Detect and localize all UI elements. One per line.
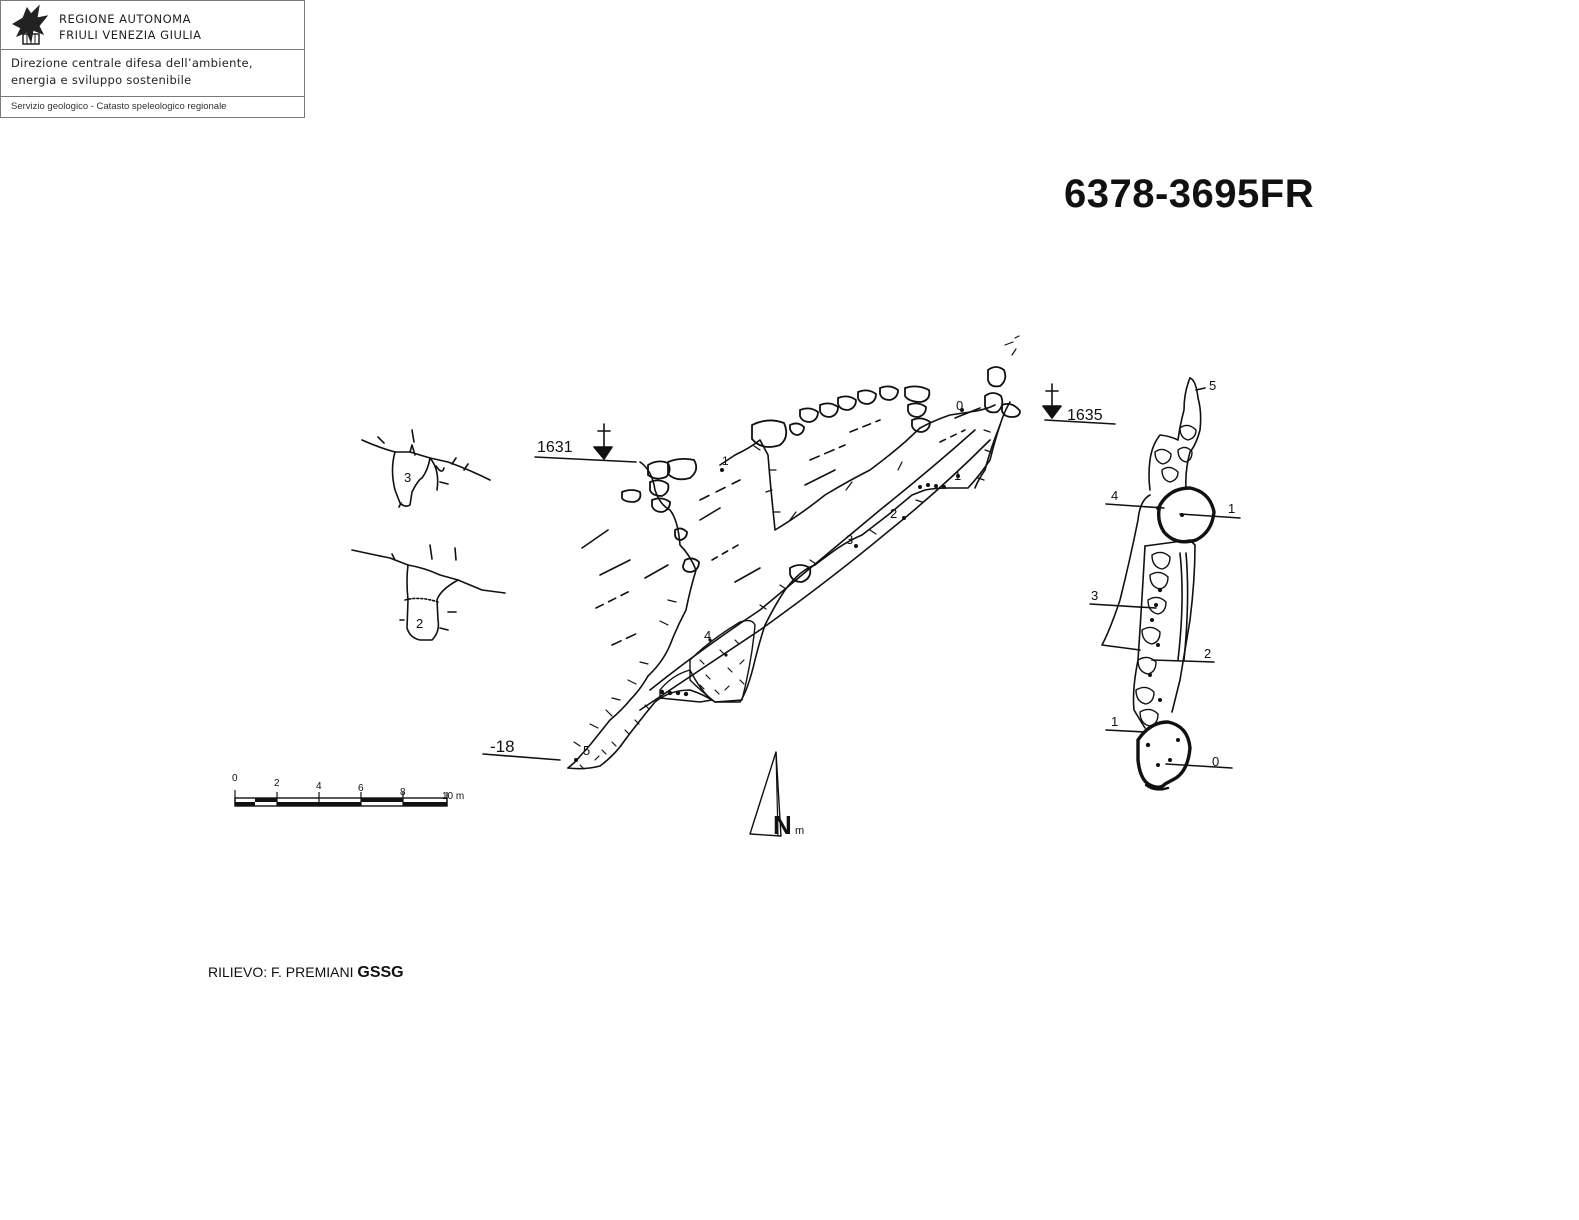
profile-station-2: 2: [890, 506, 897, 521]
header-direction-row: Direzione centrale difesa dell’ambiente,…: [1, 50, 304, 97]
cross-section-2-label: 2: [416, 616, 423, 631]
cave-plan-view: [1089, 377, 1241, 791]
scale-tick-0: 0: [232, 773, 238, 784]
scale-tick-6: 6: [358, 783, 364, 794]
profile-upper-station: 1: [722, 454, 729, 468]
cross-section-3: [361, 429, 491, 508]
profile-station-4: 4: [704, 628, 711, 643]
scale-tick-8: 8: [400, 787, 406, 798]
header-box: REGIONE AUTONOMA FRIULI VENEZIA GIULIA D…: [0, 0, 305, 118]
plan-station-5: 5: [1209, 378, 1216, 393]
plan-station-1-lower: 1: [1111, 714, 1118, 729]
plan-station-0: 0: [1212, 754, 1219, 769]
scale-tick-10: 10 m: [442, 791, 464, 802]
plan-station-2: 2: [1204, 646, 1211, 661]
region-name-line1: REGIONE AUTONOMA: [59, 12, 191, 26]
cross-section-2: [351, 544, 506, 641]
direction-line2: energia e sviluppo sostenibile: [11, 73, 192, 87]
profile-station-0: 0: [956, 398, 963, 413]
survey-credit: RILIEVO: F. PREMIANI GSSG: [208, 964, 404, 982]
header-region-row: REGIONE AUTONOMA FRIULI VENEZIA GIULIA: [1, 1, 304, 50]
credit-prefix: RILIEVO: F. PREMIANI: [208, 964, 358, 980]
north-arrow-icon: [749, 751, 782, 837]
region-name-line2: FRIULI VENEZIA GIULIA: [59, 28, 202, 42]
plan-station-1: 1: [1228, 501, 1235, 516]
plan-station-4: 4: [1111, 488, 1118, 503]
header-service-row: Servizio geologico - Catasto speleologic…: [1, 97, 304, 117]
depth-label: -18: [490, 737, 515, 756]
profile-station-1: 1: [954, 468, 961, 483]
north-letter: N: [773, 810, 792, 840]
plan-station-3: 3: [1091, 588, 1098, 603]
profile-station-3: 3: [846, 532, 853, 547]
scale-bar: 0 2 4 6 8 10 m: [232, 773, 464, 807]
scale-tick-4: 4: [316, 781, 322, 792]
cross-section-3-label: 3: [404, 470, 411, 485]
entrance-left-elevation: 1631: [537, 439, 573, 456]
profile-station-5: 5: [583, 743, 590, 758]
north-sub: m: [795, 825, 804, 837]
credit-group: GSSG: [357, 964, 404, 981]
cave-code: 6378-3695FR: [1064, 172, 1315, 216]
entrance-right-elevation: 1635: [1067, 407, 1103, 424]
service-name: Servizio geologico - Catasto speleologic…: [11, 101, 227, 112]
scale-tick-2: 2: [274, 778, 280, 789]
eagle-logo-icon: [11, 4, 49, 45]
cave-profile-section: [482, 335, 1116, 770]
direction-line1: Direzione centrale difesa dell’ambiente,: [11, 56, 253, 70]
